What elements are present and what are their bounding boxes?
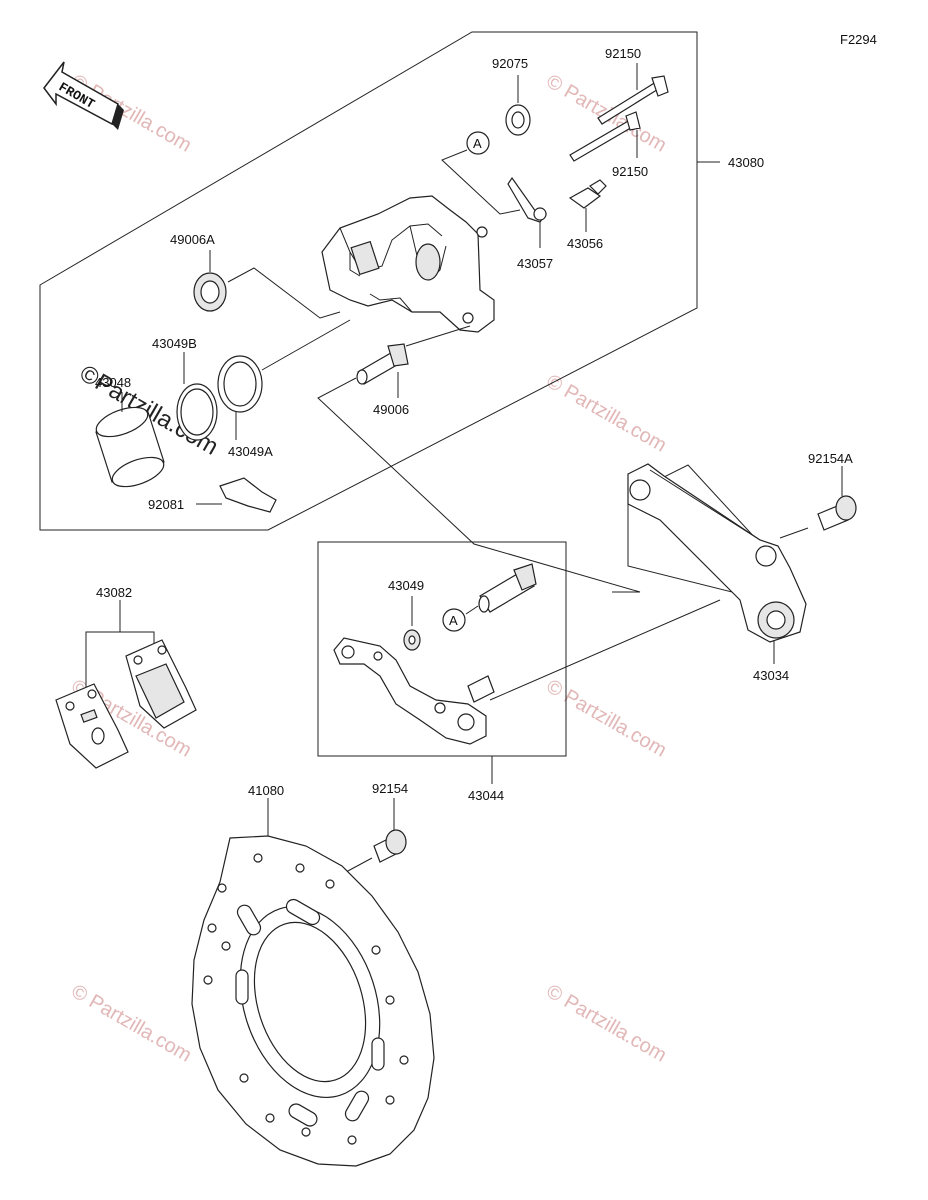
part-label: 43049 <box>388 578 424 593</box>
watermark-text: © Partzilla.com <box>68 70 196 156</box>
part-label: 92081 <box>148 497 184 512</box>
caliper-assembly-frame <box>39 31 698 531</box>
part-43048-piston <box>95 392 165 488</box>
part-49006A-boot <box>193 250 341 319</box>
part-92150-pin <box>569 63 669 162</box>
part-label: 41080 <box>248 783 284 798</box>
part-43082-brake-pads <box>55 639 197 769</box>
watermark-text: © Partzilla.com <box>543 370 671 456</box>
marker-a-label: A <box>449 613 458 628</box>
caliper-body <box>321 195 495 333</box>
part-92154-bolt <box>345 798 407 873</box>
watermark-text: © Partzilla.com <box>543 675 671 761</box>
part-43049B-seal <box>176 352 218 441</box>
part-label: 49006 <box>373 402 409 417</box>
part-label: 43082 <box>96 585 132 600</box>
part-label: 49006A <box>170 232 215 247</box>
part-43049-washer <box>403 596 421 651</box>
marker-a-label: A <box>473 136 482 151</box>
slide-pin <box>478 563 537 613</box>
part-label: 43056 <box>567 236 603 251</box>
part-label: 43048 <box>95 375 131 390</box>
part-92081-spring <box>196 477 277 513</box>
part-43056-bleeder-valve <box>568 179 607 232</box>
part-43057-bracket <box>507 176 548 248</box>
part-label: 43049A <box>228 444 273 459</box>
part-92075-seal <box>505 75 531 136</box>
part-label: 43034 <box>753 668 789 683</box>
part-41080-brake-disc <box>191 798 435 1167</box>
part-label: 92150 <box>605 46 641 61</box>
part-43034-holder <box>627 463 807 664</box>
part-92154A-bolt <box>779 466 857 539</box>
part-label: 92154A <box>808 451 853 466</box>
watermark-text: © Partzilla.com <box>543 980 671 1066</box>
marker-a-circle: A <box>442 605 479 632</box>
part-label: 92075 <box>492 56 528 71</box>
part-label: 43049B <box>152 336 197 351</box>
part-label: 43080 <box>728 155 764 170</box>
marker-a-circle: A <box>441 131 521 215</box>
watermark-text: © Partzilla.com <box>68 980 196 1066</box>
part-43044-bracket <box>333 599 721 745</box>
part-label: 92150 <box>612 164 648 179</box>
part-label: 43057 <box>517 256 553 271</box>
figure-id: F2294 <box>840 32 877 47</box>
part-label: 43044 <box>468 788 504 803</box>
part-43049A-seal <box>217 319 351 440</box>
part-label: 92154 <box>372 781 408 796</box>
part-49006-pin <box>317 325 641 593</box>
bracket-frame <box>317 541 567 757</box>
